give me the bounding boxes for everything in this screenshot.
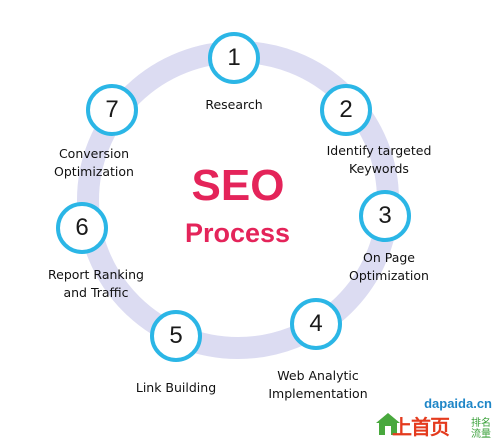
watermark-small-text: 排名流量 [471,418,491,440]
step-2-label: Identify targeted Keywords [326,143,432,176]
watermark-logo: dapaida.cn 上首页 排名流量 [374,396,494,440]
house-icon [376,413,400,435]
diagram-subtitle: Process [184,218,291,248]
step-7-circle: 7 [86,84,138,136]
step-6-label: Report Ranking and Traffic [48,267,144,300]
watermark-domain: dapaida.cn [424,396,492,411]
diagram-title: SEO [191,161,285,210]
step-2-circle: 2 [320,84,372,136]
step-4-label: Web Analytic Implementation [268,368,368,401]
watermark-chinese: 上首页 [392,415,450,439]
step-3-label: On Page Optimization [349,250,429,283]
step-4-circle: 4 [290,298,342,350]
step-1-label: Research [205,97,263,112]
step-6-circle: 6 [56,202,108,254]
step-5-circle: 5 [150,310,202,362]
step-3-circle: 3 [359,190,411,242]
step-1-circle: 1 [208,32,260,84]
step-7-label: Conversion Optimization [54,146,134,179]
step-5-label: Link Building [135,380,217,395]
